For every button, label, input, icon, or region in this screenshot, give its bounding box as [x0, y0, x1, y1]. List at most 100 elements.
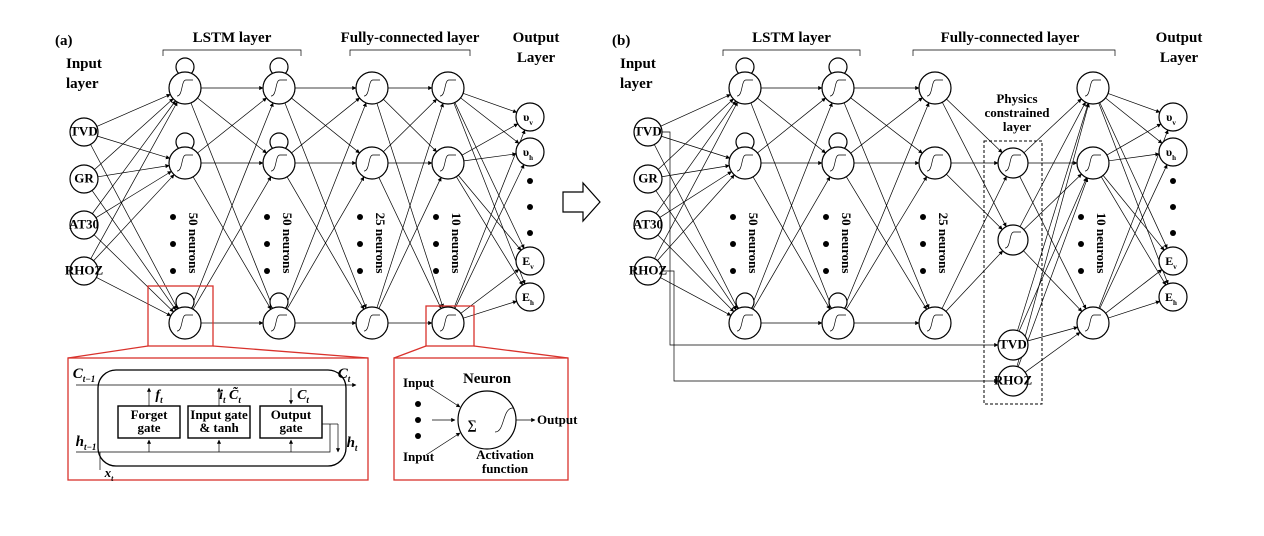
- input-node-tvd: [633, 117, 663, 147]
- physics-node-tvd-label: TVD: [999, 337, 1026, 352]
- sigmoid-icon: [736, 154, 753, 172]
- lstm2-neuron: [262, 146, 296, 180]
- forget-gate-label: gate: [137, 420, 160, 435]
- ellipsis-dot: [730, 241, 736, 247]
- connection-line: [941, 102, 1007, 228]
- ellipsis-dot: [1170, 204, 1176, 210]
- fc1-neuron: [918, 146, 952, 180]
- input-node-at30-label: AT30: [633, 217, 663, 232]
- lstm-layer-bracket: [722, 49, 861, 56]
- output-layer-label: Output: [513, 30, 560, 46]
- output-node-1-label: υv: [523, 110, 533, 127]
- output-node-3-label: Ev: [1165, 254, 1177, 271]
- lstm2-neuron: [262, 306, 296, 340]
- sigmoid-icon: [926, 154, 943, 172]
- neuron-detail-circle: [457, 390, 517, 450]
- input-node-rhoz-label: RHOZ: [65, 263, 104, 278]
- neuron-input-label: Input: [403, 375, 435, 390]
- sigmoid-icon: [363, 154, 380, 172]
- fc2-neuron: [1076, 306, 1110, 340]
- input-node-at30: [69, 210, 99, 240]
- forget-gate-label: Forget: [131, 407, 168, 422]
- input-node-tvd-label: TVD: [634, 124, 661, 139]
- output-node-2-label: υh: [523, 145, 533, 162]
- connection-line: [654, 144, 739, 310]
- x-input-label: xt: [104, 465, 115, 483]
- input-node-gr-label: GR: [74, 171, 94, 186]
- column-neuron-count: 50 neurons: [839, 213, 854, 274]
- fc2-neuron: [431, 71, 465, 105]
- connection-line: [93, 234, 174, 313]
- lstm-zoom-connector: [67, 345, 369, 359]
- input-layer-label: Input: [620, 56, 656, 72]
- connection-line: [97, 135, 171, 160]
- fc1-neuron: [918, 306, 952, 340]
- input-node-gr: [69, 164, 99, 194]
- lstm1-neuron: [168, 306, 202, 340]
- lstm-layer-label: LSTM layer: [193, 30, 272, 46]
- lstm1-neuron: [728, 71, 762, 105]
- connection-line: [660, 277, 732, 316]
- sigmoid-icon: [829, 79, 846, 97]
- connection-line: [1023, 173, 1082, 230]
- connection-line: [946, 98, 1003, 153]
- hidden-state-line: [76, 424, 331, 453]
- connection-line: [462, 93, 518, 114]
- ellipsis-dot: [730, 214, 736, 220]
- fc2-neuron: [1076, 146, 1110, 180]
- output-gate-label: Output: [271, 407, 312, 422]
- output-node-4-label: Eh: [1165, 290, 1177, 307]
- sigmoid-icon: [1004, 154, 1021, 172]
- neuron-input-label: Input: [403, 449, 435, 464]
- fc1-neuron: [355, 306, 389, 340]
- fc2-neuron: [431, 306, 465, 340]
- neuron-detail-box: [393, 357, 569, 481]
- input-node-rhoz: [69, 256, 99, 286]
- output-node-3: [515, 246, 545, 276]
- ellipsis-dot: [1170, 178, 1176, 184]
- connection-line: [457, 175, 522, 251]
- connection-line: [456, 176, 523, 286]
- ellipsis-dot: [357, 241, 363, 247]
- ellipsis-dot: [433, 241, 439, 247]
- column-neuron-count: 25 neurons: [936, 213, 951, 274]
- input-layer-label: layer: [620, 76, 653, 92]
- connection-line: [1105, 97, 1163, 144]
- forget-gate-box: [117, 405, 181, 439]
- lstm-layer-bracket: [162, 49, 302, 56]
- ellipsis-dot: [1078, 241, 1084, 247]
- output-node-1: [515, 102, 545, 132]
- ellipsis-dot: [415, 433, 421, 439]
- sigmoid-icon: [439, 154, 456, 172]
- connection-line: [463, 300, 518, 319]
- connection-line: [90, 144, 178, 310]
- connection-line: [1016, 103, 1090, 367]
- connection-line: [378, 177, 442, 309]
- output-node-2-label: υh: [1166, 145, 1176, 162]
- ellipsis-dot: [357, 268, 363, 274]
- connection-line: [660, 94, 731, 127]
- connection-line: [845, 176, 928, 310]
- ellipsis-dot: [920, 268, 926, 274]
- connection-line: [463, 152, 517, 162]
- ellipsis-dot: [357, 214, 363, 220]
- forget-output-label: ft: [155, 388, 163, 405]
- column-neuron-count: 10 neurons: [1094, 213, 1109, 274]
- physics-neuron: [997, 147, 1029, 179]
- skip-connection-tvd: [662, 131, 999, 348]
- sigmoid-icon: [1084, 314, 1101, 332]
- connection-line: [91, 190, 177, 311]
- connection-line: [284, 102, 367, 309]
- connection-line: [1100, 176, 1167, 286]
- ellipsis-dot: [264, 241, 270, 247]
- sigmoid-icon: [363, 314, 380, 332]
- output-node-2: [515, 137, 545, 167]
- skip-connection-rhoz: [662, 270, 999, 384]
- connection-line: [661, 135, 731, 159]
- output-node-3: [1158, 246, 1188, 276]
- connection-line: [1019, 176, 1087, 310]
- fc2-neuron: [1076, 71, 1110, 105]
- cell-state-label: Ct: [297, 388, 309, 405]
- output-layer-label: Output: [1156, 30, 1203, 46]
- neuron-zoom-highlight: [425, 305, 475, 347]
